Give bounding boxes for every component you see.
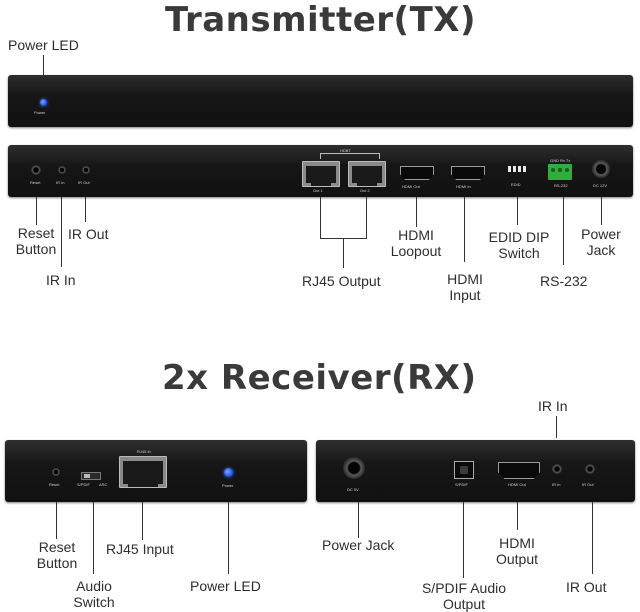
tx-front-panel: Power [8,75,633,127]
rx-spdif2-text: S/PDIF [455,482,468,487]
tx-ir-in-leader [61,197,62,267]
tx-hdmi-out-port [400,166,434,180]
tx-hdmi-in-text: HDMI In [456,184,471,189]
tx-hdmi-out-text: HDMI Out [402,184,420,189]
tx-rear-panel: Reset IR In IR Out HDBT Out 1 Out 2 HDMI… [8,145,633,197]
tx-hdbt-text: HDBT [340,148,351,153]
rx-power-jack [343,457,365,479]
tx-rj45-out2 [348,161,386,187]
tx-ir-in-jack [58,166,66,174]
tx-power-led-label: Power LED [8,37,79,53]
rx-ir-in-text: IR In [552,482,561,487]
rx-power-led-leader [228,502,229,574]
rx-power-jack-leader [358,502,359,538]
tx-reset-text: Reset [30,180,41,185]
tx-front-power-text: Power [34,110,46,115]
tx-title: Transmitter(TX) [165,0,477,40]
tx-reset-leader [36,197,37,225]
tx-out1-text: Out 1 [313,188,323,193]
rx-ir-out-jack [585,464,595,474]
tx-rj45-out1 [302,161,340,187]
tx-out2-text: Out 2 [360,188,370,193]
tx-rs232-leader [563,197,564,265]
rx-ir-out-label: IR Out [566,579,607,595]
tx-rs232-top-text: GND Rx Tx [550,158,571,163]
rx-reset-button [52,468,60,476]
rx-ir-in-jack [552,464,562,474]
tx-hdmi-input-leader [464,197,465,262]
rx-audio-leader [93,502,94,574]
tx-dc-text: DC 12V [593,183,608,188]
tx-hdmi-loop-leader [416,197,417,227]
rx-power-text: Power [222,483,234,488]
tx-power-led-leader [43,55,44,75]
rx-spdif-port [454,461,474,479]
rx-audio-switch [81,472,101,480]
tx-ir-in-text: IR In [56,180,65,185]
tx-power-jack [592,160,610,178]
rx-left-panel: Reset S/PDIF ARC RJ45 In Power [5,440,307,502]
tx-rj45-label: RJ45 Output [302,273,381,289]
tx-rj45-leader-right [366,197,367,239]
tx-reset-button [31,165,41,175]
tx-hdmi-in-port [451,166,485,180]
rx-ir-in-top-label: IR In [538,398,568,414]
rx-power-led-label: Power LED [190,578,261,594]
tx-rs232-terminal [548,164,572,180]
tx-hdbt-bracket [320,153,380,159]
rx-reset-leader [56,502,57,539]
rx-dc-text: DC 5V [347,487,359,492]
rx-reset-text: Reset [49,482,60,487]
tx-edid-text: EDID [511,182,521,187]
rx-rj45-in-text: RJ45 In [137,449,151,454]
tx-rj45-leader-left [320,197,321,239]
rx-hdmi-out-text: HDMI Out [508,482,526,487]
rx-spdif-text: S/PDIF [77,482,90,487]
rx-hdmi-out-leader [517,502,518,530]
rx-ir-in-top-leader [556,416,557,438]
rx-power-led [224,468,233,477]
tx-ir-out-jack [82,166,90,174]
rx-arc-text: ARC [99,482,108,487]
tx-rj45-leader-stem [343,238,344,268]
tx-power-led [40,99,47,106]
rx-right-panel: DC 5V S/PDIF HDMI Out IR In IR Out [316,440,635,502]
rx-spdif-leader [463,502,464,578]
rx-ir-out-leader [592,502,593,574]
rx-rj45-port [119,456,167,488]
rx-title: 2x Receiver(RX) [162,358,477,398]
tx-ir-out-text: IR Out [78,180,90,185]
rx-hdmi-out-port [498,462,540,479]
rx-rj45-label: RJ45 Input [106,541,174,557]
tx-ir-out-label: IR Out [68,226,109,242]
rx-rj45-leader [142,502,143,540]
rx-power-jack-label: Power Jack [322,537,395,553]
tx-edid-dip-switch [508,166,530,173]
tx-ir-out-leader [85,197,86,222]
tx-rs232-label: RS-232 [540,273,588,289]
tx-edid-leader [517,197,518,225]
tx-ir-in-label: IR In [46,272,76,288]
tx-rs232-text: RS-232 [554,183,568,188]
rx-ir-out-text: IR Out [582,482,594,487]
tx-power-jack-leader [601,197,602,225]
